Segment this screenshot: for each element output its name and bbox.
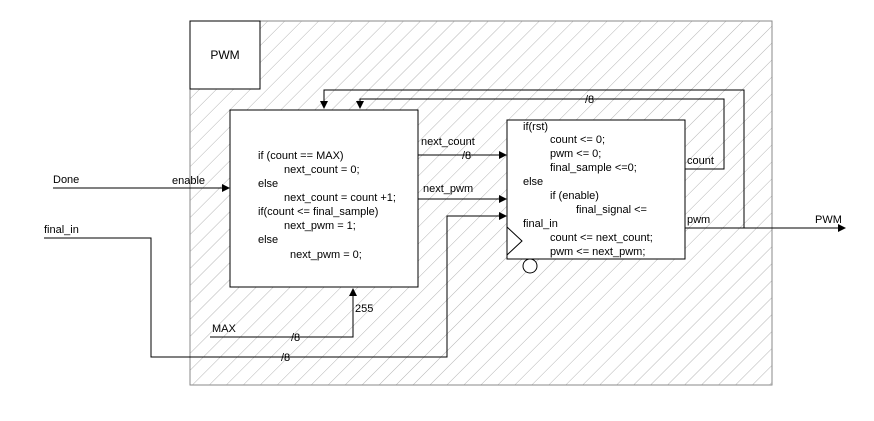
max-label: MAX <box>212 323 237 335</box>
pwm-feedback-wire <box>320 89 745 228</box>
reset-bubble <box>522 258 538 274</box>
comb-line-5: if(count <= final_sample) <box>258 206 378 218</box>
seq-line-1: if(rst) <box>523 121 548 133</box>
comb-line-2: next_count = 0; <box>284 164 360 176</box>
combinational-logic-block <box>229 109 419 288</box>
seq-line-4: final_sample <=0; <box>550 162 637 174</box>
next-pwm-label: next_pwm <box>423 183 473 195</box>
pwm-output-label: PWM <box>815 214 842 226</box>
clock-input-triangle <box>506 226 523 256</box>
sequential-register-block <box>506 119 686 260</box>
seq-line-5: else <box>523 176 543 188</box>
max-bus-width: /8 <box>291 332 300 344</box>
module-title-box <box>189 20 261 90</box>
done-label: Done <box>53 174 79 186</box>
count-label: count <box>687 155 714 167</box>
seq-line-3: pwm <= 0; <box>550 148 601 160</box>
module-title: PWM <box>210 48 239 62</box>
seq-code: if(rst) count <= 0; pwm <= 0; final_samp… <box>523 121 653 258</box>
comb-code: if (count == MAX) next_count = 0; else n… <box>258 150 396 261</box>
final-in-label: final_in <box>44 224 79 236</box>
comb-line-3: else <box>258 178 278 190</box>
seq-line-9: count <= next_count; <box>550 232 653 244</box>
comb-line-4: next_count = count +1; <box>284 192 396 204</box>
seq-line-8: final_in <box>523 218 558 230</box>
next-count-label: next_count <box>421 136 475 148</box>
pwm-signal-label: pwm <box>687 214 710 226</box>
seq-line-2: count <= 0; <box>550 134 605 146</box>
final-in-wire <box>44 212 507 358</box>
seq-line-7: final_signal <= <box>576 204 647 216</box>
final-in-bus-width: /8 <box>281 352 290 364</box>
feedback-bus-width: /8 <box>585 94 594 106</box>
comb-line-1: if (count == MAX) <box>258 150 344 162</box>
enable-label: enable <box>172 175 205 187</box>
comb-line-7: else <box>258 234 278 246</box>
max-wire <box>210 288 357 338</box>
count-feedback-wire <box>356 98 725 170</box>
max-value-label: 255 <box>355 303 373 315</box>
next-count-bus-width: /8 <box>462 150 471 162</box>
seq-line-10: pwm <= next_pwm; <box>550 246 645 258</box>
comb-line-8: next_pwm = 0; <box>290 249 362 261</box>
seq-line-6: if (enable) <box>550 190 599 202</box>
comb-line-6: next_pwm = 1; <box>284 220 356 232</box>
